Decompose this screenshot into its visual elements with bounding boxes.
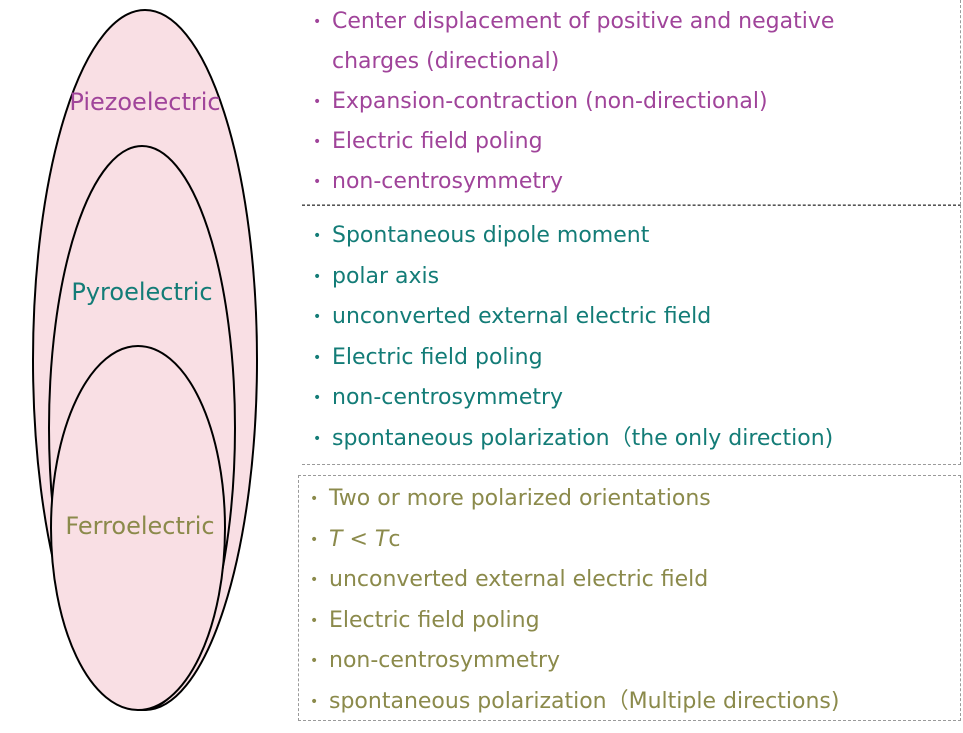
ferroelectric-label: Ferroelectric — [65, 512, 215, 540]
tc-symbol: T — [374, 526, 389, 552]
list-item: non-centrosymmetry — [312, 378, 952, 419]
pyroelectric-properties-list: Spontaneous dipole moment polar axis unc… — [312, 216, 952, 459]
pyroelectric-label: Pyroelectric — [71, 278, 213, 306]
tc-subscript: c — [388, 526, 401, 552]
list-item: polar axis — [312, 257, 952, 298]
ferroelectric-ellipse — [50, 345, 226, 711]
list-item: Two or more polarized orientations — [309, 479, 952, 520]
piezoelectric-properties-box: Center displacement of positive and nega… — [302, 0, 961, 205]
list-item: spontaneous polarization（the only direct… — [312, 419, 952, 460]
list-item: Spontaneous dipole moment — [312, 216, 952, 257]
list-item: Electric field poling — [309, 601, 952, 642]
less-than-sign: < — [342, 526, 375, 552]
list-item: Center displacement of positive and nega… — [312, 2, 892, 82]
piezoelectric-label: Piezoelectric — [69, 88, 221, 116]
list-item: spontaneous polarization（Multiple direct… — [309, 682, 952, 723]
list-item: unconverted external electric field — [312, 297, 952, 338]
list-item: non-centrosymmetry — [312, 162, 952, 202]
list-item: Expansion-contraction (non-directional) — [312, 82, 952, 122]
t-symbol: T — [329, 526, 343, 552]
list-item: non-centrosymmetry — [309, 641, 952, 682]
list-item: Electric field poling — [312, 338, 952, 379]
temperature-condition-item: T < Tc — [309, 520, 952, 561]
ferroelectric-properties-list: Two or more polarized orientations T < T… — [309, 479, 952, 722]
ferroelectric-properties-box: Two or more polarized orientations T < T… — [298, 475, 961, 722]
list-item: unconverted external electric field — [309, 560, 952, 601]
pyroelectric-properties-box: Spontaneous dipole moment polar axis unc… — [302, 205, 961, 465]
list-item: Electric field poling — [312, 122, 952, 162]
piezoelectric-properties-list: Center displacement of positive and nega… — [312, 2, 952, 202]
